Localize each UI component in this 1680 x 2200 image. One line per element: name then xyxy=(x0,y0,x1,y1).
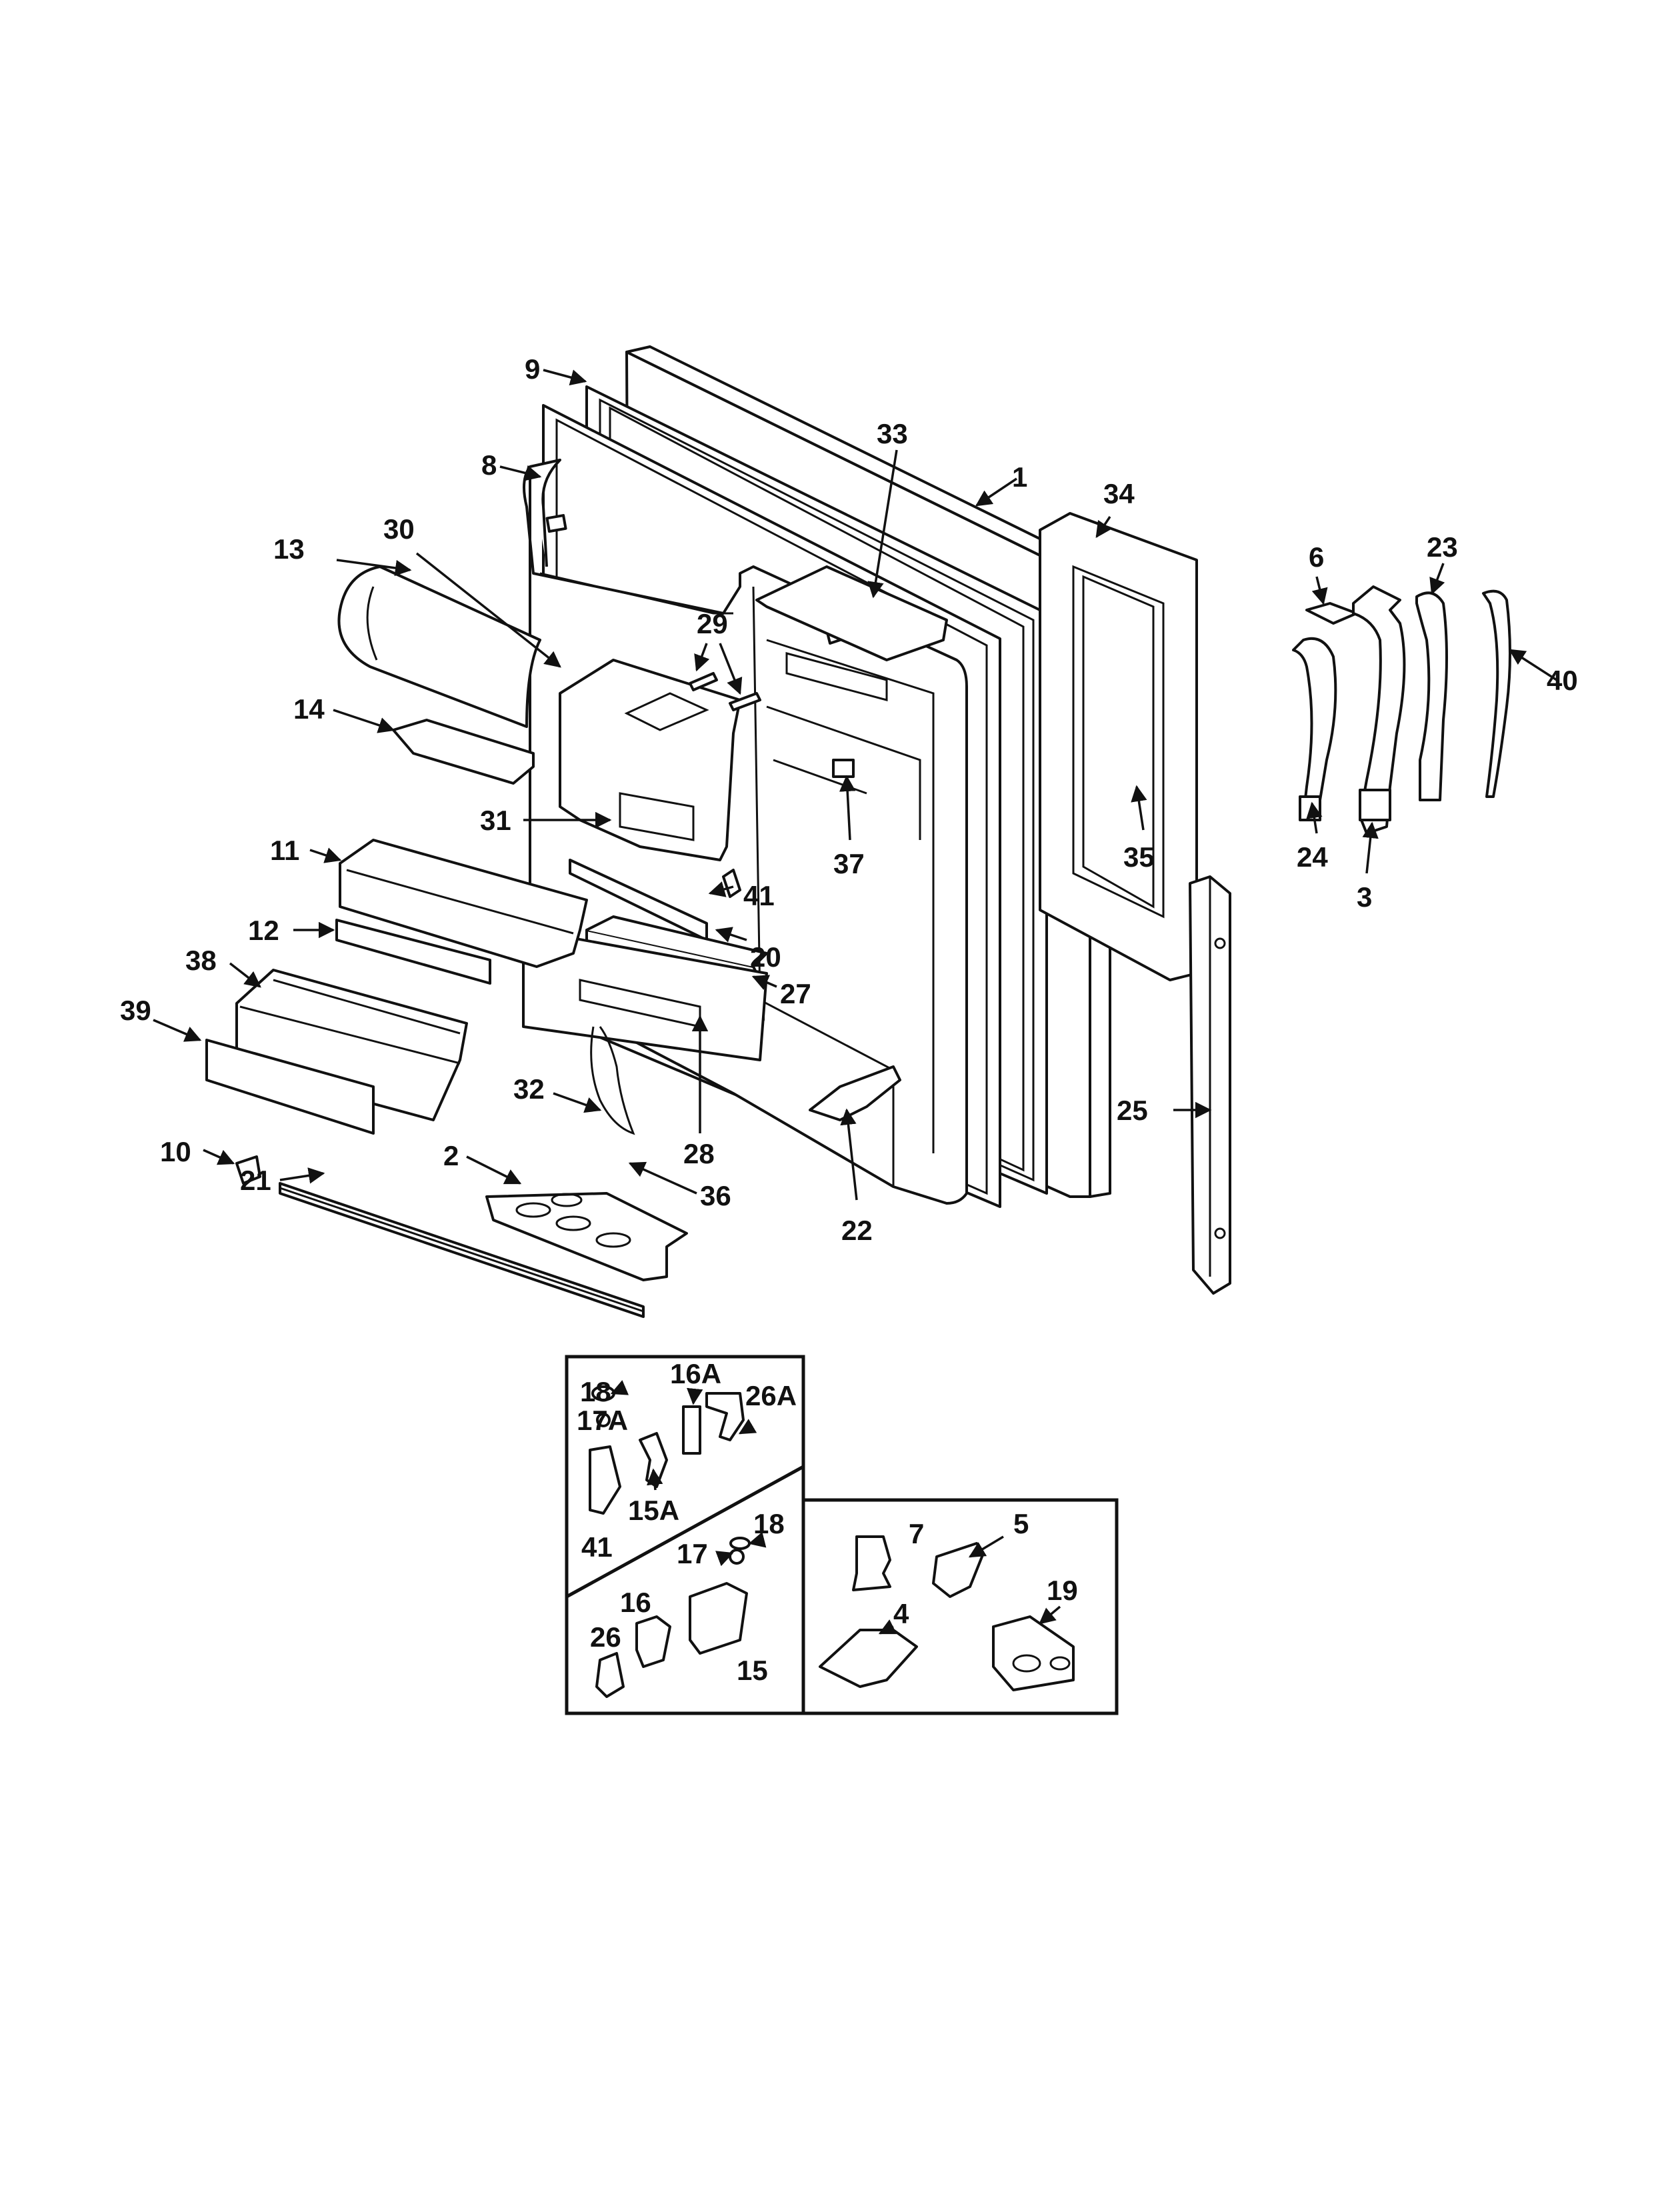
part-labels: 9 8 1 34 33 30 13 29 14 31 11 12 38 39 1… xyxy=(120,353,1578,1246)
door-panel-34 xyxy=(1039,512,1198,981)
label-18-upper: 18 xyxy=(580,1376,611,1407)
inset-hinge-kit-right: 7 5 4 19 xyxy=(801,1498,1119,1715)
wire-harness-32 xyxy=(590,1026,635,1135)
leader-lines xyxy=(153,369,1557,1201)
label-15A: 15A xyxy=(628,1495,679,1526)
label-12: 12 xyxy=(248,915,279,946)
label-21: 21 xyxy=(240,1165,271,1196)
label-24: 24 xyxy=(1297,841,1328,873)
label-3: 3 xyxy=(1357,881,1372,913)
label-30: 30 xyxy=(383,513,415,545)
strip-3 xyxy=(1352,585,1406,835)
door-shelf-11 xyxy=(339,839,588,968)
label-31: 31 xyxy=(480,805,511,836)
label-26A: 26A xyxy=(745,1380,797,1411)
label-36: 36 xyxy=(700,1180,731,1211)
hinge-6 xyxy=(1305,602,1358,625)
label-38: 38 xyxy=(185,945,217,976)
label-18-lower: 18 xyxy=(753,1508,785,1539)
rail-21 xyxy=(279,1182,645,1318)
cover-14 xyxy=(392,719,535,785)
label-41: 41 xyxy=(743,880,775,911)
egg-tray-2 xyxy=(485,1192,688,1281)
strip-24 xyxy=(1292,637,1337,821)
label-6: 6 xyxy=(1309,541,1324,573)
bin-front-39 xyxy=(205,1039,375,1135)
label-26: 26 xyxy=(590,1621,621,1653)
label-15: 15 xyxy=(737,1655,768,1686)
label-39: 39 xyxy=(120,995,151,1026)
label-17A: 17A xyxy=(577,1405,628,1436)
label-19: 19 xyxy=(1047,1575,1078,1606)
label-25: 25 xyxy=(1117,1095,1148,1126)
shelf-front-12 xyxy=(335,919,491,985)
label-7: 7 xyxy=(909,1518,924,1549)
label-2: 2 xyxy=(443,1140,459,1171)
clip-41 xyxy=(722,869,741,898)
label-5: 5 xyxy=(1013,1508,1029,1539)
pin-29 xyxy=(689,672,761,711)
dispenser-cover xyxy=(559,659,741,861)
label-40: 40 xyxy=(1547,665,1578,696)
clip-10 xyxy=(235,1155,261,1185)
strip-25 xyxy=(1189,875,1231,1295)
label-1: 1 xyxy=(1012,461,1027,493)
label-16A: 16A xyxy=(670,1358,721,1389)
label-20: 20 xyxy=(750,941,781,973)
cradle-13 xyxy=(337,565,541,728)
label-35: 35 xyxy=(1123,841,1155,873)
label-16: 16 xyxy=(620,1587,651,1618)
label-41-inset: 41 xyxy=(581,1531,613,1563)
strip-40 xyxy=(1482,589,1511,798)
label-10: 10 xyxy=(160,1136,191,1167)
strip-23 xyxy=(1415,591,1448,801)
label-11: 11 xyxy=(270,835,299,866)
funnel-33 xyxy=(755,565,948,661)
label-28: 28 xyxy=(683,1138,715,1169)
label-22: 22 xyxy=(841,1215,873,1246)
inset-hinge-kit-left: 18 16A 26A 17A 15A 41 18 17 16 26 15 xyxy=(565,1355,805,1715)
damper-22 xyxy=(809,1065,901,1121)
label-32: 32 xyxy=(513,1073,545,1105)
label-9: 9 xyxy=(525,353,540,385)
label-27: 27 xyxy=(780,978,811,1009)
label-14: 14 xyxy=(293,693,325,725)
button-37 xyxy=(832,759,855,778)
label-33: 33 xyxy=(877,418,908,449)
label-34: 34 xyxy=(1103,478,1135,509)
label-29: 29 xyxy=(697,608,728,639)
label-13: 13 xyxy=(273,533,305,565)
label-23: 23 xyxy=(1427,531,1458,563)
label-17: 17 xyxy=(677,1538,708,1569)
label-8: 8 xyxy=(481,449,497,481)
label-4: 4 xyxy=(893,1598,909,1629)
label-37: 37 xyxy=(833,848,865,879)
